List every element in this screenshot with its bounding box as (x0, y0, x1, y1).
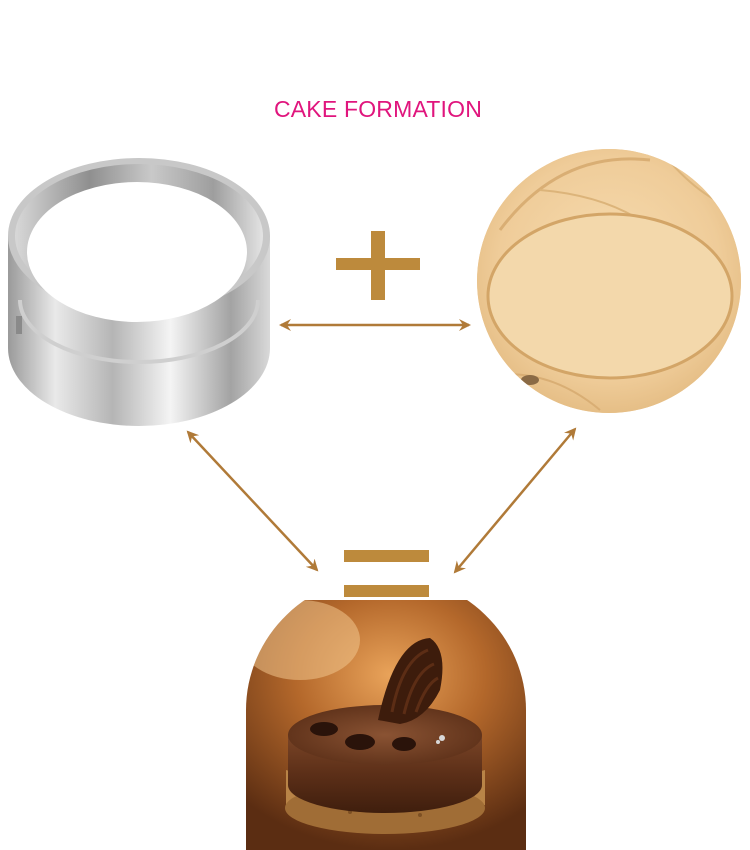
equals-icon (344, 550, 429, 597)
plus-icon (336, 231, 420, 300)
ring-mold-image (8, 158, 270, 426)
arrow-mold-cake (186, 430, 319, 572)
arrow-dough-cake (453, 427, 577, 574)
cake-image (246, 600, 526, 850)
dough-image (477, 149, 741, 413)
page-title: CAKE FORMATION (273, 96, 483, 122)
